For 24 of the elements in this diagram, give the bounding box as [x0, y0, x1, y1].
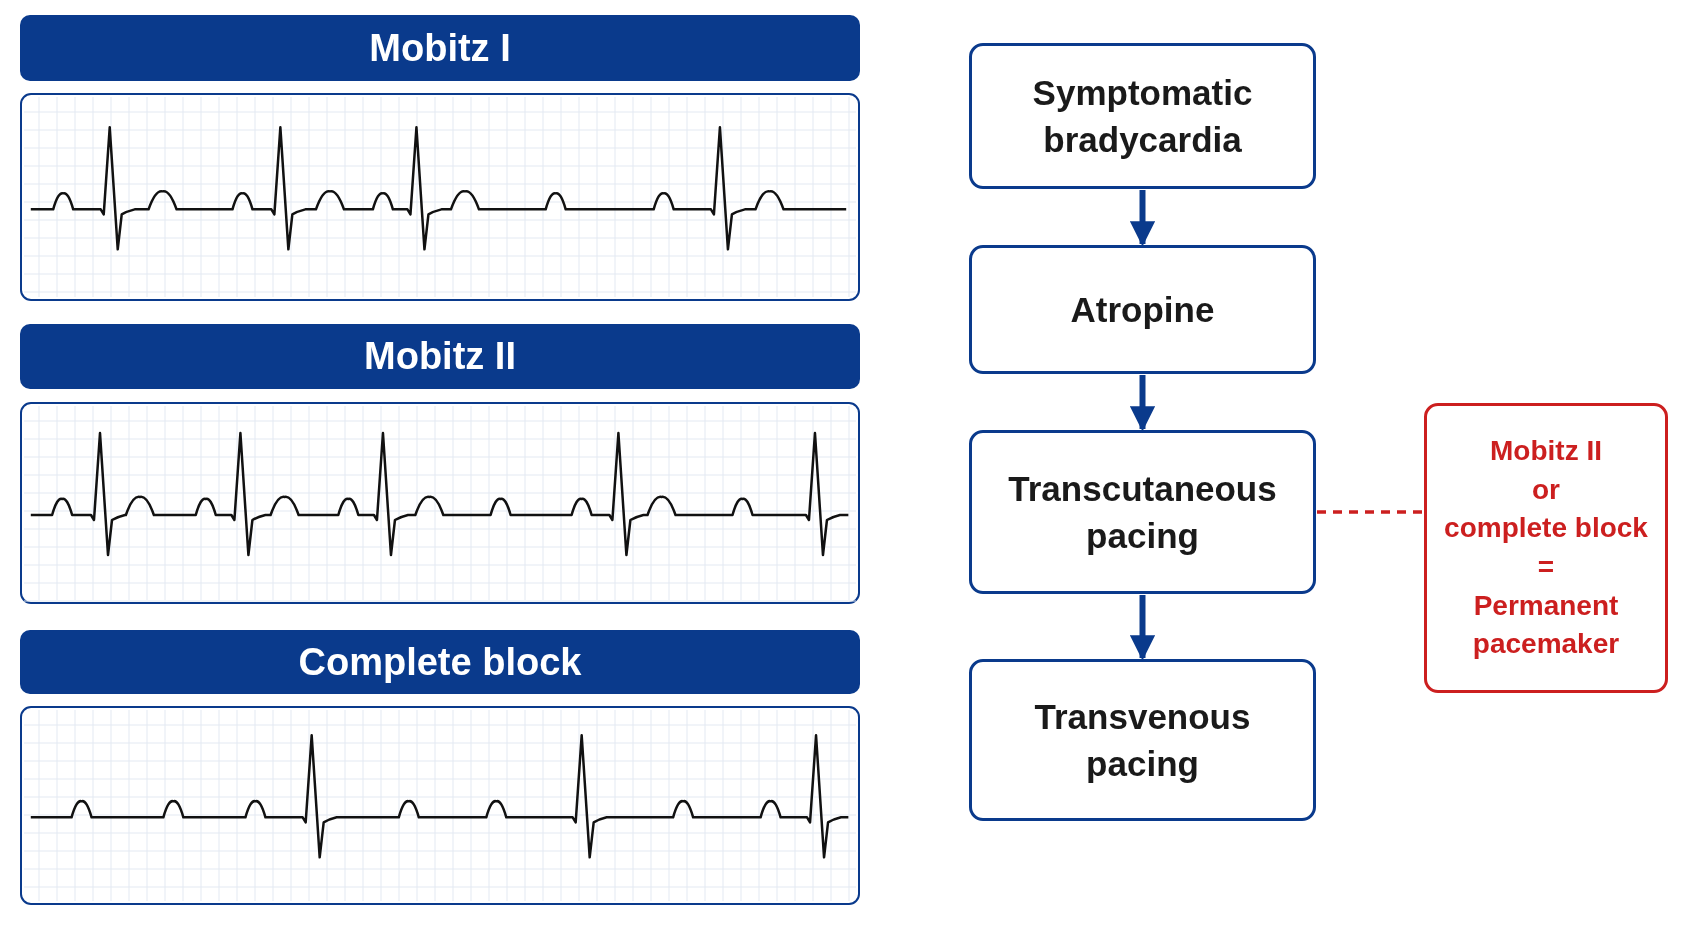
- arrow: [1129, 190, 1156, 247]
- arrow: [1129, 375, 1156, 432]
- arrow: [1129, 595, 1156, 661]
- box-label: Symptomatic bradycardia: [1031, 71, 1254, 161]
- process-box: [969, 245, 1316, 374]
- process-box: [969, 43, 1316, 189]
- box-label: complete block: [1444, 511, 1648, 546]
- box-label: Transvenous pacing: [1033, 695, 1252, 785]
- header-band: [20, 15, 860, 81]
- box-label: Atropine: [1070, 288, 1215, 331]
- note-box: [1424, 403, 1668, 693]
- header-title: Mobitz II: [364, 335, 516, 378]
- box-label: Transcutaneous pacing: [1007, 467, 1278, 557]
- connector-line: [1317, 510, 1423, 514]
- header-band: [20, 324, 860, 389]
- header-title: Mobitz I: [369, 26, 511, 70]
- process-box: [969, 659, 1316, 821]
- box-label: or: [1532, 472, 1560, 507]
- box-label: Mobitz II: [1490, 434, 1602, 469]
- process-box: [969, 430, 1316, 594]
- header-title: Complete block: [298, 640, 582, 684]
- box-label: Permanent pacemaker: [1471, 588, 1621, 662]
- box-label: =: [1537, 550, 1555, 584]
- header-band: [20, 630, 860, 694]
